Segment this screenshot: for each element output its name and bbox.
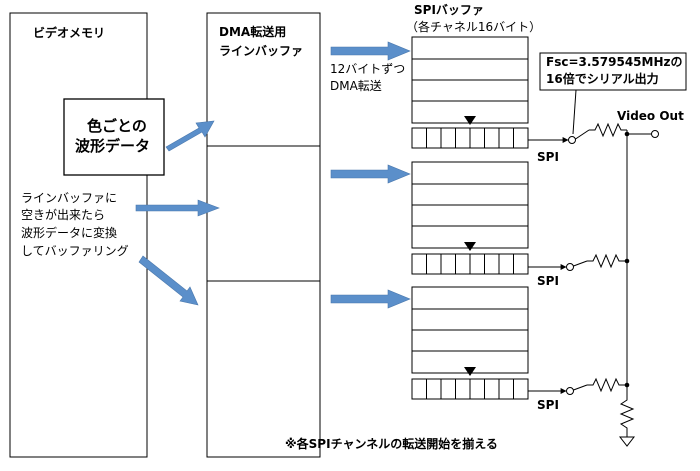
video-out-label: Video Out bbox=[617, 109, 684, 123]
spi-buffer-subtitle: （各チャネル16バイト） bbox=[406, 20, 542, 34]
dma-title-line-2: ラインバッファ bbox=[219, 44, 304, 58]
spi-buffer-2 bbox=[411, 161, 529, 249]
load-triangle-1 bbox=[464, 116, 476, 125]
dma-transfer-line-2: DMA転送 bbox=[330, 79, 382, 93]
flow-arrows bbox=[135, 41, 411, 309]
waveform-data-line-2: 波形データ bbox=[75, 137, 151, 155]
waveform-data-line-1: 色ごとの bbox=[87, 117, 147, 135]
note-line-3: 波形データに変換 bbox=[21, 226, 118, 240]
note-line-2: 空きが出来たら bbox=[21, 208, 106, 222]
spi-buffer-3 bbox=[411, 286, 529, 374]
spi-label-2: SPI bbox=[537, 274, 559, 288]
arrow-waveform-to-dma bbox=[165, 120, 215, 152]
arrow-note-to-dma bbox=[135, 199, 220, 217]
note-line-1: ラインバッファに bbox=[21, 191, 118, 205]
arrow-dma-to-spi-2 bbox=[330, 164, 411, 184]
footer-note: ※各SPIチャンネルの転送開始を揃える bbox=[285, 437, 498, 451]
spi-label-3: SPI bbox=[537, 398, 559, 412]
note-line-4: してバッファリング bbox=[21, 244, 129, 258]
spi-shift-register-2 bbox=[411, 253, 529, 275]
output-wiring bbox=[528, 89, 659, 447]
fsc-note-box bbox=[539, 52, 687, 91]
fsc-note-line-2: 16倍でシリアル出力 bbox=[546, 72, 659, 86]
dma-transfer-line-1: 12バイトずつ bbox=[330, 62, 406, 76]
waveform-data-box bbox=[63, 98, 165, 176]
arrow-dma-to-spi-3 bbox=[330, 289, 411, 309]
spi-shift-register-1 bbox=[411, 127, 529, 149]
spi-buffer-1 bbox=[411, 36, 529, 124]
load-triangle-2 bbox=[464, 242, 476, 251]
load-triangle-3 bbox=[464, 367, 476, 376]
video-memory-box bbox=[9, 12, 148, 458]
video-memory-title: ビデオメモリ bbox=[33, 26, 106, 40]
fsc-note-line-1: Fsc=3.579545MHzの bbox=[546, 55, 683, 69]
spi-buffer-title: SPIバッファ bbox=[414, 3, 484, 17]
junction-dots bbox=[624, 131, 630, 388]
spi-shift-register-3 bbox=[411, 378, 529, 400]
arrow-note-diagonal-to-dma bbox=[138, 255, 199, 306]
dma-line-buffer bbox=[206, 12, 321, 458]
spi-label-1: SPI bbox=[537, 150, 559, 164]
arrow-dma-to-spi-1 bbox=[330, 41, 411, 61]
dma-title-line-1: DMA転送用 bbox=[219, 25, 287, 39]
